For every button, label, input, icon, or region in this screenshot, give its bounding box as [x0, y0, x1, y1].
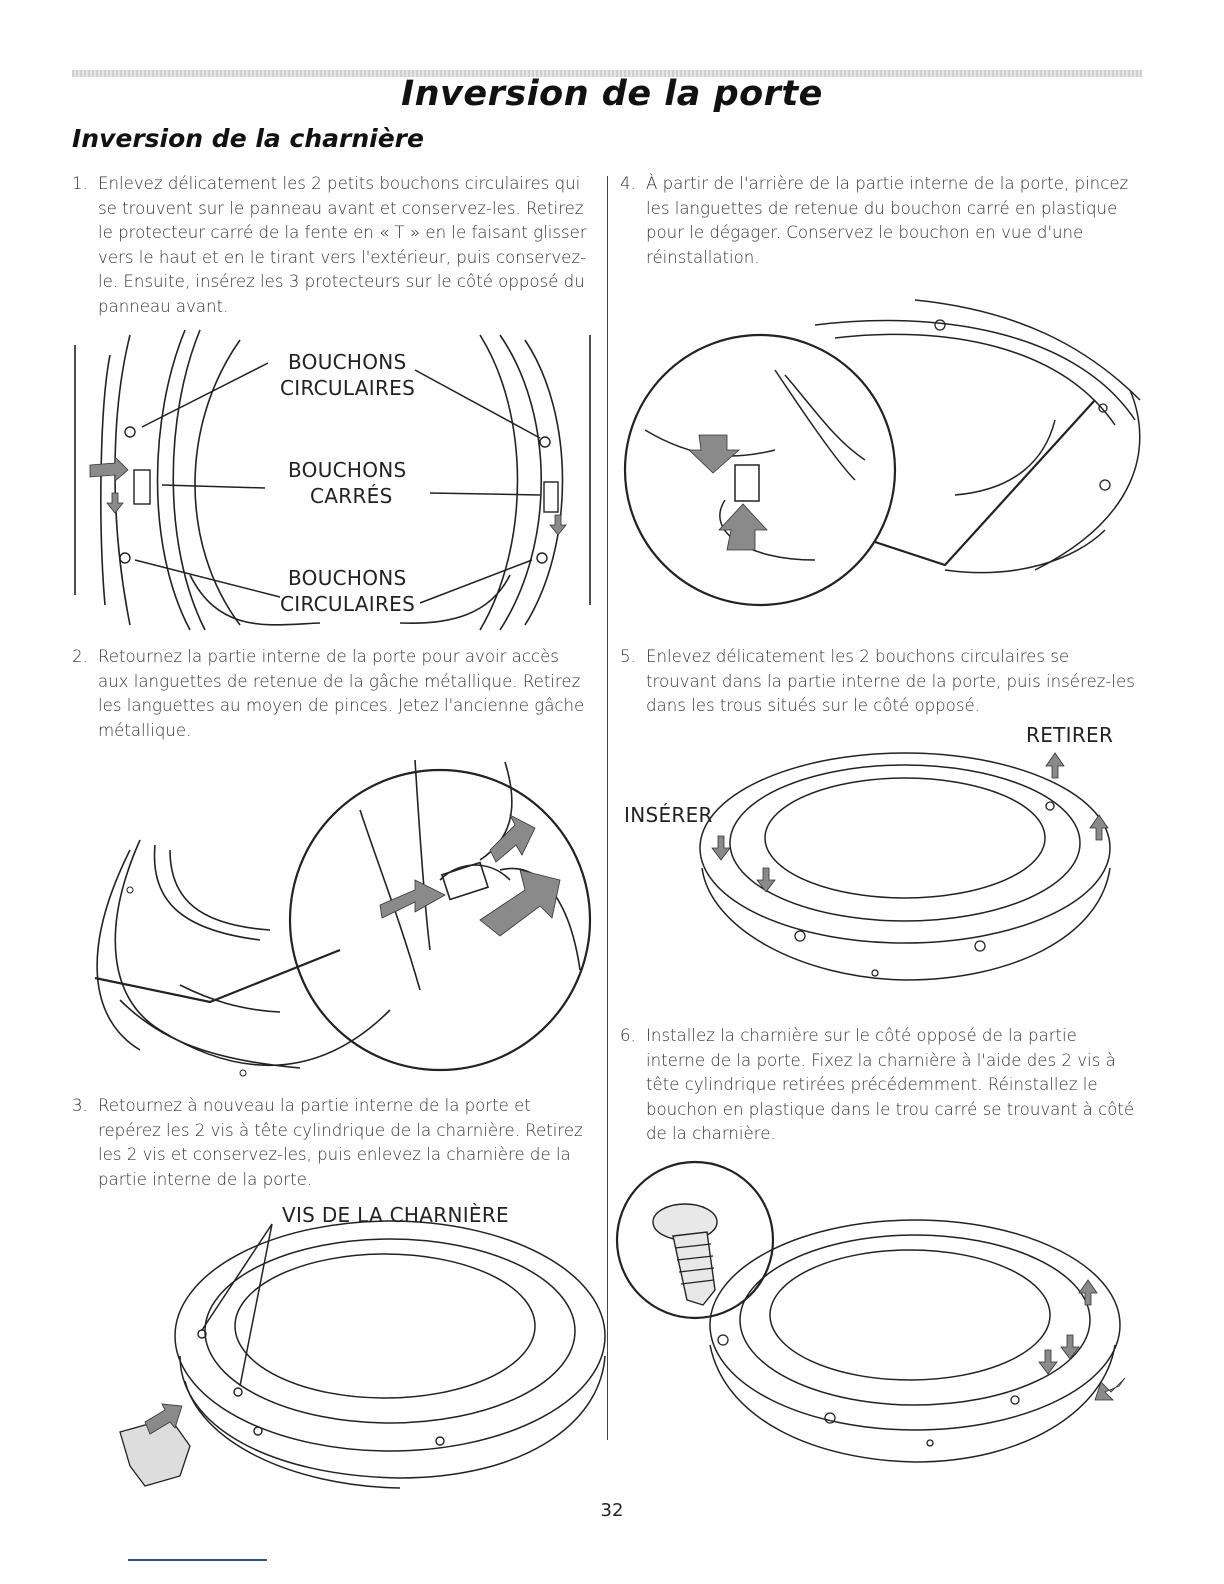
step-5: 5. Enlevez délicatement les 2 bouchons c…: [620, 645, 1138, 719]
figure-label: CIRCULAIRES: [280, 592, 415, 616]
step-number: 5.: [620, 647, 636, 666]
figure-front-panel-plugs: BOUCHONS CIRCULAIRES BOUCHONS CARRÉS BOU…: [74, 329, 591, 631]
step-text: Enlevez délicatement les 2 bouchons circ…: [646, 647, 1135, 715]
step-6: 6. Installez la charnière sur le côté op…: [620, 1024, 1138, 1147]
step-number: 6.: [620, 1026, 636, 1045]
page-number: 32: [600, 1500, 624, 1521]
header-rule: [72, 70, 1142, 77]
bottom-link-underline[interactable]: [128, 1559, 267, 1561]
step-number: 4.: [620, 174, 636, 193]
page-title: Inversion de la porte: [401, 74, 823, 114]
column-divider: [607, 176, 608, 1440]
figure-label: CIRCULAIRES: [280, 376, 415, 400]
figure-label: BOUCHONS: [288, 350, 407, 374]
step-text: À partir de l'arrière de la partie inter…: [646, 174, 1129, 267]
step-text: Retournez la partie interne de la porte …: [98, 647, 585, 740]
step-text: Enlevez délicatement les 2 petits boucho…: [98, 174, 587, 316]
step-3: 3. Retournez à nouveau la partie interne…: [72, 1094, 590, 1192]
figure-label: CARRÉS: [310, 484, 393, 508]
figure-label: BOUCHONS: [288, 458, 407, 482]
figure-striker-tabs: [94, 759, 592, 1077]
figure-hinge-screws: VIS DE LA CHARNIÈRE: [119, 1203, 606, 1489]
step-number: 2.: [72, 647, 88, 666]
figure-hinge-install: [615, 1160, 1126, 1463]
section-title: Inversion de la charnière: [72, 124, 424, 153]
figure-label: BOUCHONS: [288, 566, 407, 590]
step-text: Installez la charnière sur le côté oppos…: [646, 1026, 1135, 1143]
step-2: 2. Retournez la partie interne de la por…: [72, 645, 590, 743]
step-number: 1.: [72, 174, 88, 193]
step-1: 1. Enlevez délicatement les 2 petits bou…: [72, 172, 590, 319]
figure-label-insert: INSÉRER: [624, 803, 713, 827]
figure-round-plugs: [699, 752, 1111, 981]
figure-label-remove: RETIRER: [1026, 723, 1114, 747]
figure-label: VIS DE LA CHARNIÈRE: [282, 1203, 509, 1227]
step-4: 4. À partir de l'arrière de la partie in…: [620, 172, 1138, 270]
figure-square-plug: [623, 299, 1141, 607]
step-number: 3.: [72, 1096, 88, 1115]
step-text: Retournez à nouveau la partie interne de…: [98, 1096, 583, 1189]
